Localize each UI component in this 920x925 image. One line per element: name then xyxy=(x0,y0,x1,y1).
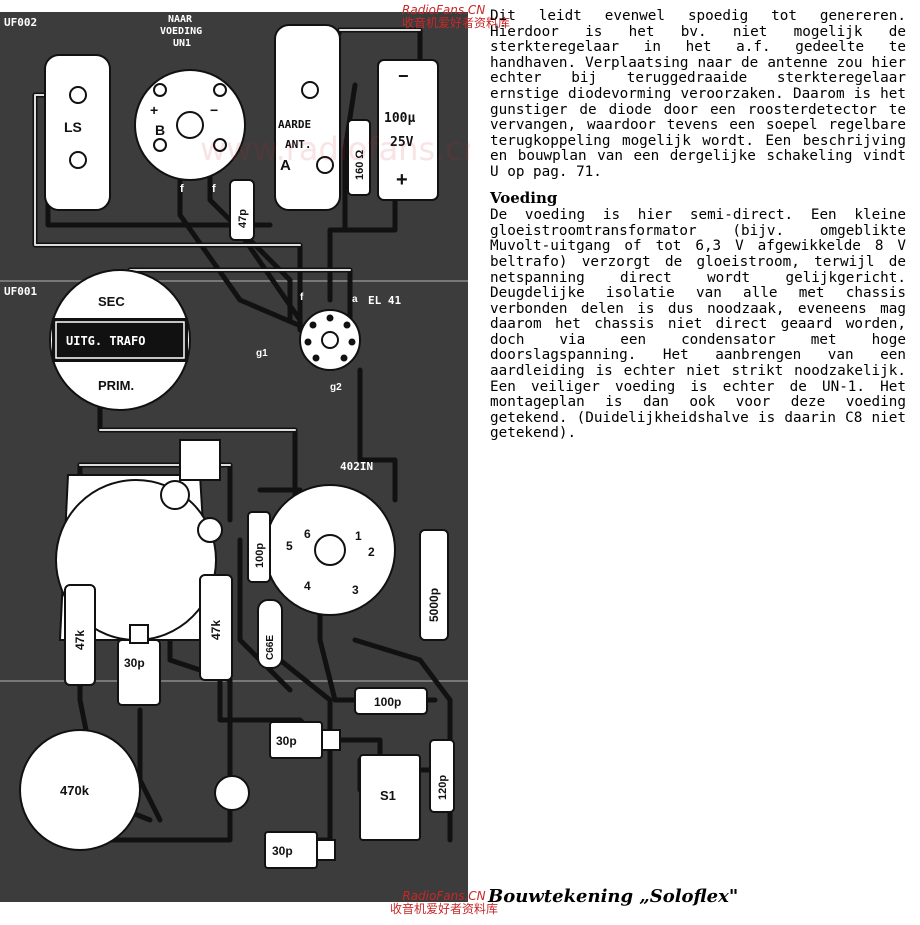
board-label-mid: UF001 xyxy=(4,285,37,298)
watermark-cn: 收音机爱好者资料库 xyxy=(402,16,511,30)
mounting-hole xyxy=(214,775,250,811)
capacitor-47p: 47p xyxy=(229,179,255,241)
svg-text:6: 6 xyxy=(304,527,311,541)
svg-text:30p: 30p xyxy=(276,734,297,748)
svg-text:SEC: SEC xyxy=(98,294,125,309)
svg-text:f: f xyxy=(300,292,304,303)
svg-text:47p: 47p xyxy=(237,209,249,228)
capacitor-5000p: 5000p xyxy=(419,529,449,641)
svg-text:1: 1 xyxy=(355,529,362,543)
svg-text:5000p: 5000p xyxy=(427,588,441,622)
svg-text:120p: 120p xyxy=(437,775,449,800)
svg-text:47k: 47k xyxy=(209,620,223,640)
article-text: Dit leidt evenwel spoedig tot genereren.… xyxy=(490,8,906,442)
resistor-47k-middle: 47k xyxy=(199,574,233,681)
svg-text:S1: S1 xyxy=(380,788,396,803)
faint-watermark: www.radiofans.cn xyxy=(200,130,470,168)
svg-text:3: 3 xyxy=(352,583,359,597)
svg-text:ANT.: ANT. xyxy=(285,138,312,151)
svg-text:PRIM.: PRIM. xyxy=(98,378,134,393)
trimmer-30p-middle: 30p xyxy=(269,721,341,759)
svg-text:B: B xyxy=(155,122,165,138)
figure-caption: Bouwtekening „Soloflex" xyxy=(488,886,739,907)
capacitor-c66e: C66E xyxy=(257,599,283,669)
svg-text:30p: 30p xyxy=(272,844,293,858)
capacitor-100p-horizontal: 100p xyxy=(354,687,428,715)
svg-text:30p: 30p xyxy=(124,656,145,670)
svg-text:g1: g1 xyxy=(256,348,268,359)
switch-s1: S1 xyxy=(359,754,421,841)
antenna-earth-terminal: AARDE ANT. A xyxy=(274,24,341,211)
capacitor-120p: 120p xyxy=(429,739,455,813)
svg-text:100p: 100p xyxy=(374,695,401,709)
capacitor-100u: − 100μ 25V + xyxy=(377,59,439,201)
watermark-bottom: RadioFans.CN 收音机爱好者资料库 xyxy=(390,889,499,916)
svg-text:C66E: C66E xyxy=(265,635,276,660)
svg-text:4: 4 xyxy=(304,579,311,593)
svg-text:+: + xyxy=(150,102,158,118)
tuning-capacitor xyxy=(55,439,223,641)
watermark-site: RadioFans.CN xyxy=(402,3,486,17)
watermark-top: RadioFans.CN 收音机爱好者资料库 xyxy=(402,4,510,30)
svg-text:f: f xyxy=(180,183,184,195)
output-transformer: SEC UITG. TRAFO PRIM. xyxy=(49,269,191,411)
svg-text:−: − xyxy=(398,66,409,86)
ls-label: LS xyxy=(64,119,82,135)
trimmer-30p-bottom: 30p xyxy=(264,831,336,869)
svg-text:VOEDING: VOEDING xyxy=(160,26,202,37)
svg-text:−: − xyxy=(210,102,218,118)
loudspeaker-terminal: LS xyxy=(44,54,111,211)
svg-text:470k: 470k xyxy=(60,783,90,798)
svg-text:402IN: 402IN xyxy=(340,460,373,473)
board-label-top: UF002 xyxy=(4,16,37,29)
svg-text:UN1: UN1 xyxy=(173,38,191,49)
coil-socket-402in: 402IN 1 2 3 4 5 6 xyxy=(264,460,396,616)
power-socket: NAAR VOEDING UN1 + − B f f xyxy=(134,14,246,195)
svg-text:EL 41: EL 41 xyxy=(368,294,401,307)
svg-text:UITG. TRAFO: UITG. TRAFO xyxy=(66,334,145,348)
svg-text:47k: 47k xyxy=(73,630,87,650)
paragraph-2: De voeding is hier semi-direct. Een klei… xyxy=(490,207,906,442)
svg-text:100μ: 100μ xyxy=(384,111,415,126)
svg-text:a: a xyxy=(352,294,358,305)
potentiometer-470k: 470k xyxy=(19,729,141,851)
paragraph-1: Dit leidt evenwel spoedig tot genereren.… xyxy=(490,8,906,180)
svg-text:NAAR: NAAR xyxy=(168,14,193,25)
svg-text:160 Ω: 160 Ω xyxy=(354,150,366,180)
svg-text:AARDE: AARDE xyxy=(278,118,311,131)
svg-text:100p: 100p xyxy=(254,543,266,568)
svg-text:g2: g2 xyxy=(330,382,342,393)
svg-text:f: f xyxy=(212,183,216,195)
resistor-47k-left: 47k xyxy=(64,584,96,686)
svg-text:+: + xyxy=(396,169,408,191)
svg-text:A: A xyxy=(280,157,291,174)
resistor-160-ohm: 160 Ω xyxy=(347,119,371,196)
valve-socket-el41: EL 41 g1 g2 f a xyxy=(256,292,401,393)
trimmer-30p-feedback: 30p xyxy=(117,624,161,706)
section-heading: Voeding xyxy=(490,188,558,207)
svg-text:5: 5 xyxy=(286,539,293,553)
svg-text:2: 2 xyxy=(368,545,375,559)
svg-text:25V: 25V xyxy=(390,135,414,150)
construction-diagram: UF002 UF001 xyxy=(0,12,470,902)
capacitor-100p-vertical: 100p xyxy=(247,511,271,583)
